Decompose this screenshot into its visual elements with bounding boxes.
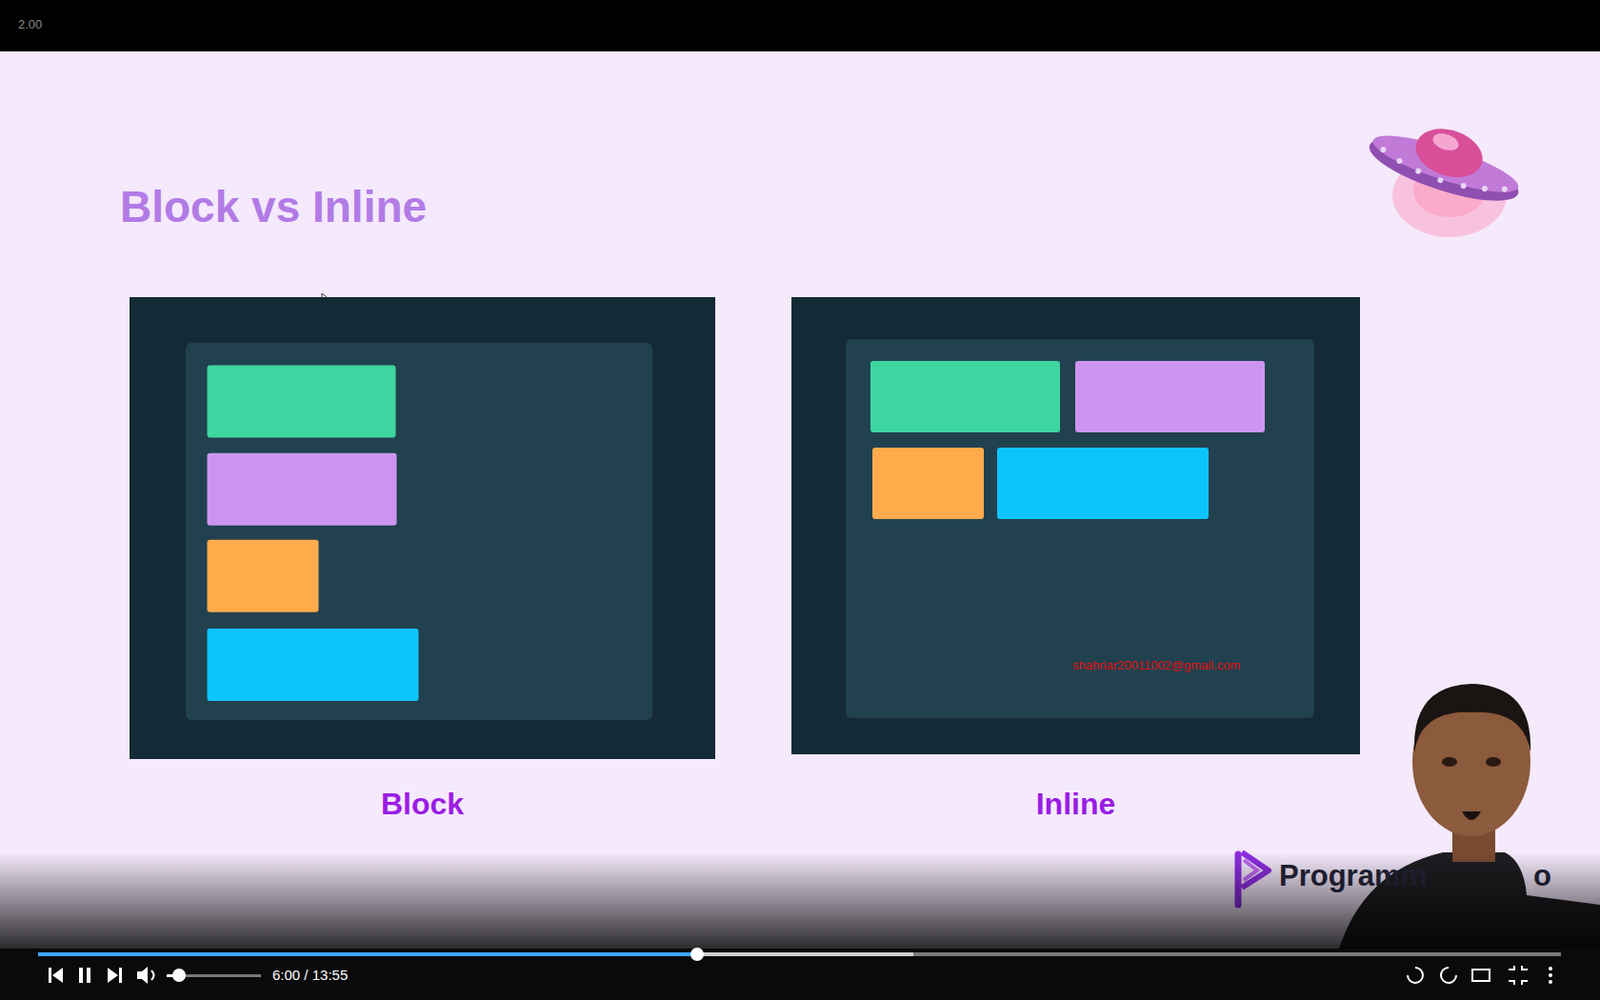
inner-container	[845, 339, 1315, 719]
logo-text: Programm	[1279, 859, 1427, 894]
panel-illustration	[129, 297, 716, 760]
display-panel: Block	[129, 297, 716, 760]
volume-level	[166, 974, 180, 978]
element-box	[207, 453, 398, 526]
element-box	[870, 360, 1060, 433]
volume-thumb	[172, 968, 186, 982]
time-display: 6:00 / 13:55	[272, 966, 348, 983]
more-button	[1548, 966, 1553, 984]
logo-text: o	[1533, 859, 1552, 894]
element-box	[997, 447, 1209, 520]
slide-title: Block vs Inline	[120, 180, 427, 233]
right-buttons	[1407, 965, 1528, 985]
element-box	[872, 447, 984, 520]
logo-icon	[1238, 852, 1269, 905]
progress-track	[38, 952, 1561, 957]
element-box	[207, 628, 420, 701]
top-bar	[0, 0, 1600, 52]
panel-illustration	[791, 297, 1360, 755]
progress-buffer	[38, 952, 914, 957]
display-panel: Inline	[791, 297, 1360, 755]
element-box	[207, 365, 397, 439]
progress-thumb	[690, 947, 704, 961]
panel-caption: Block	[380, 786, 464, 822]
control-fade	[0, 852, 1600, 953]
element-box	[1075, 360, 1265, 433]
control-bar	[0, 948, 1600, 1000]
watermark: shahriar20011002@gmail.com	[1072, 658, 1240, 673]
presenter-webcam	[1338, 683, 1600, 953]
playback-speed: 2.00	[18, 17, 42, 32]
playback-buttons	[48, 966, 155, 984]
panel-caption: Inline	[1036, 786, 1117, 822]
inner-container	[185, 342, 653, 720]
element-box	[207, 540, 320, 613]
progress-played	[38, 952, 698, 957]
ufo-icon	[1362, 107, 1531, 238]
volume-track	[166, 974, 261, 978]
